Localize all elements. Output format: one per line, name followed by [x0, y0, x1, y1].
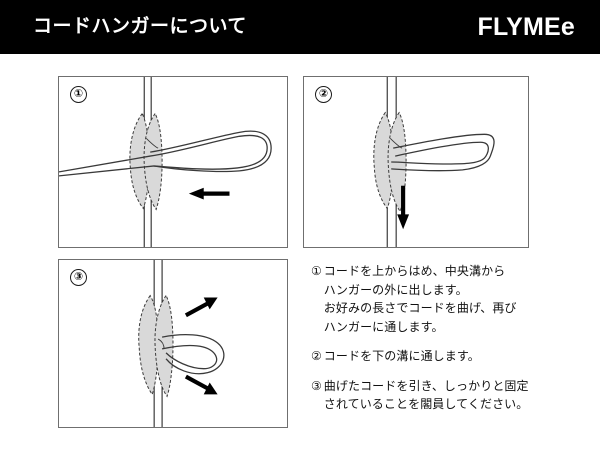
panel-2-illustration — [373, 77, 495, 247]
instruction-item-3: ③ 曲げたコードを引き、しっかりと固定 されていることを閣員してください。 — [311, 377, 596, 414]
step-badge-1: ① — [70, 86, 87, 103]
upper-right-arrow-icon — [184, 297, 218, 318]
instruction-list: ① コードを上からはめ、中央溝から ハンガーの外に出します。 お好みの長さでコー… — [311, 262, 596, 425]
page-title: コードハンガーについて — [33, 16, 247, 37]
down-arrow-icon — [397, 185, 410, 230]
header-bar: コードハンガーについて FLYMEe — [0, 0, 600, 54]
illustration-panel-2: ② — [303, 76, 529, 248]
left-arrow-icon — [188, 187, 230, 200]
panel-1-illustration — [59, 77, 272, 247]
instruction-item-2: ② コードを下の溝に通します。 — [311, 347, 596, 366]
instruction-text-3: 曲げたコードを引き、しっかりと固定 されていることを閣員してください。 — [323, 378, 529, 412]
lower-right-arrow-icon — [184, 374, 218, 395]
illustration-panel-3: ③ — [58, 259, 288, 428]
instruction-marker-3: ③ — [311, 378, 322, 393]
instruction-marker-2: ② — [311, 349, 322, 363]
instruction-text-1: コードを上からはめ、中央溝から ハンガーの外に出します。 お好みの長さでコードを… — [323, 264, 517, 334]
brand-logo: FLYMEe — [477, 13, 575, 41]
instruction-item-1: ① コードを上からはめ、中央溝から ハンガーの外に出します。 お好みの長さでコー… — [311, 262, 596, 336]
illustration-panel-1: ① — [58, 76, 288, 248]
step-badge-3: ③ — [70, 269, 87, 286]
step-badge-2: ② — [315, 86, 332, 103]
instruction-text-2: コードを下の溝に通します。 — [323, 349, 480, 363]
instruction-marker-1: ① — [311, 264, 322, 278]
panel-3-illustration — [138, 260, 225, 427]
